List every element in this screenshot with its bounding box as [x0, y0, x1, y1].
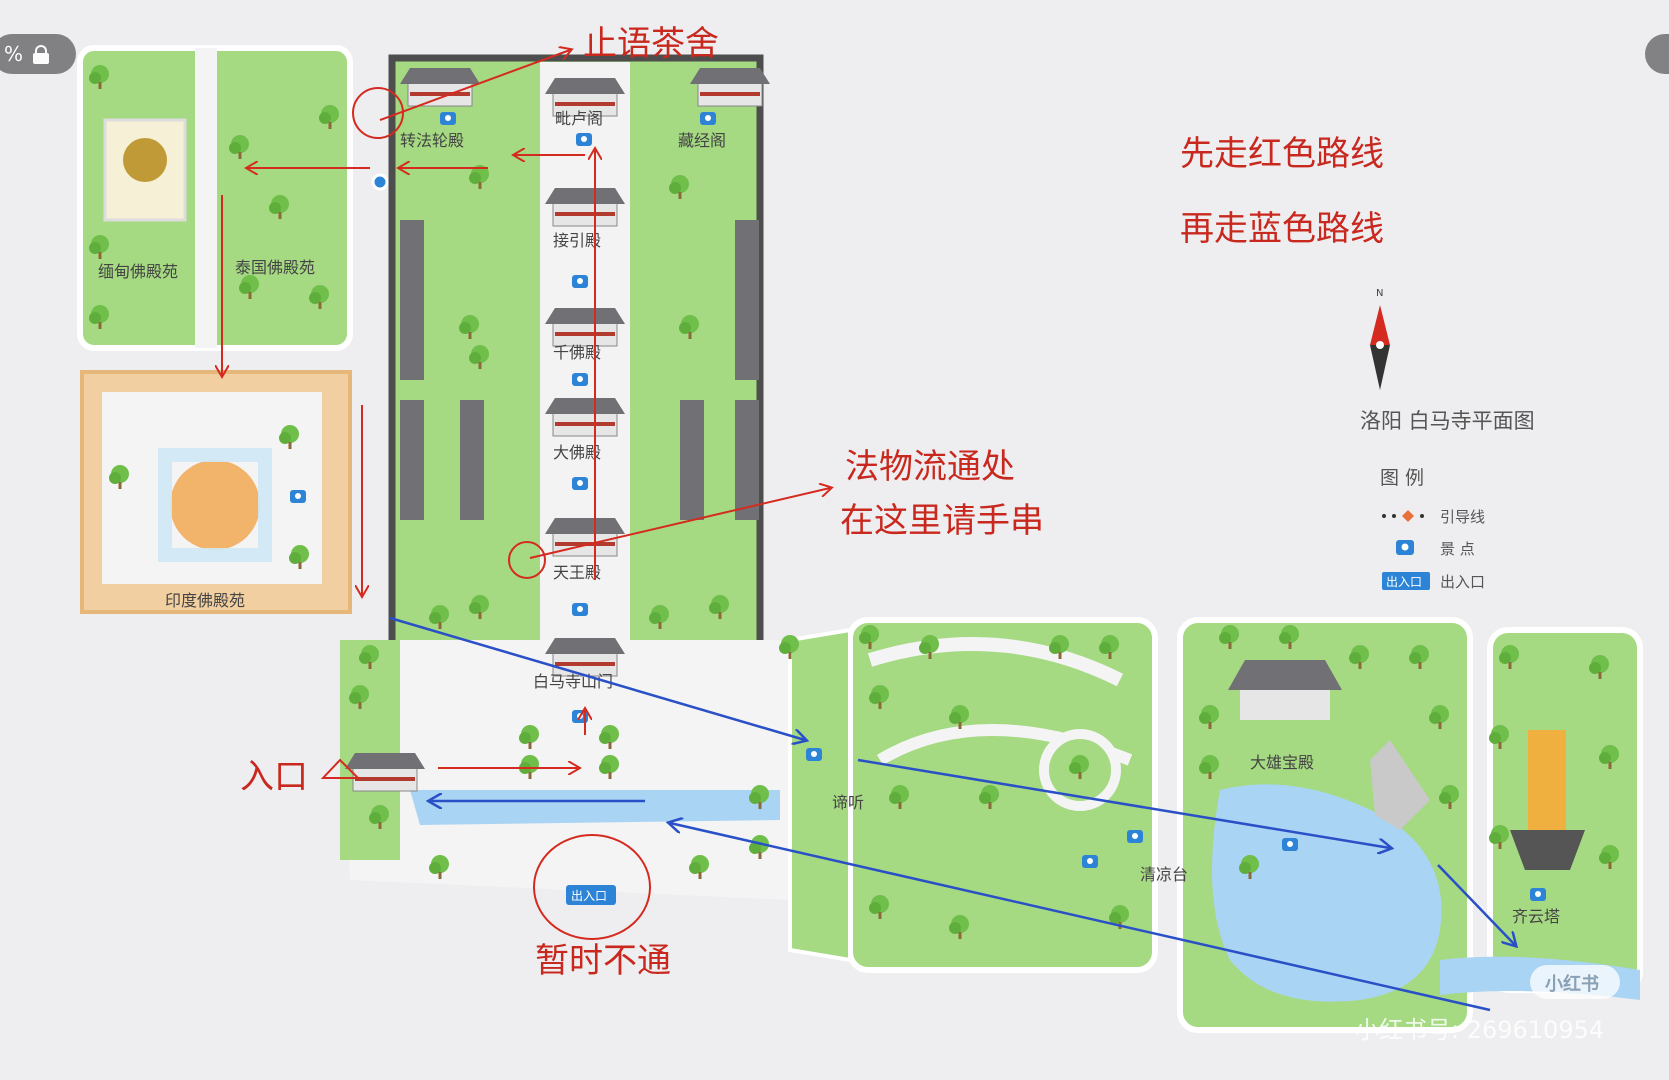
compass-needle-south	[1370, 345, 1390, 390]
label-taiguo: 泰国佛殿苑	[235, 258, 315, 277]
legend-exit-badge: 出入口	[1382, 572, 1430, 590]
label-qingliang: 清凉台	[1140, 865, 1188, 884]
blue-route	[389, 616, 1515, 1012]
annotation-routes-1: 先走红色路线	[1180, 134, 1384, 174]
label-daxiongbaodian: 大雄宝殿	[1250, 753, 1314, 772]
annotation-entrance: 入口	[240, 757, 308, 797]
location-dot-icon	[371, 173, 389, 191]
annotation-routes-2: 再走蓝色路线	[1180, 209, 1384, 249]
label-jieyin: 接引殿	[553, 231, 601, 250]
halls	[344, 67, 771, 792]
label-cangjing: 藏经阁	[678, 131, 726, 150]
percent-text: %	[4, 42, 24, 66]
camera-icon[interactable]	[572, 477, 588, 490]
label-diting: 谛听	[832, 793, 864, 812]
legend-guide-line-label: 引导线	[1440, 508, 1485, 526]
label-miandian: 缅甸佛殿苑	[98, 262, 178, 281]
label-zhengfa: 转法轮殿	[400, 131, 464, 150]
label-shanmen: 白马寺山门	[533, 672, 613, 691]
camera-icon[interactable]	[572, 275, 588, 288]
legend-guide-line-symbol	[1382, 510, 1424, 522]
label-qianfo: 千佛殿	[553, 343, 601, 362]
watermark-id: 小红书号: 269610954	[1355, 1016, 1604, 1044]
legend-exit-badge-text: 出入口	[1386, 575, 1422, 589]
legend-camera-icon	[1396, 540, 1414, 555]
legend-exit-label: 出入口	[1440, 573, 1485, 591]
label-tianwang: 天王殿	[553, 563, 601, 582]
legend: 洛阳 白马寺平面图 图 例 引导线 景 点 出入口 出入口	[1360, 409, 1535, 591]
camera-icon[interactable]	[1082, 855, 1098, 868]
annotation-fawu-1: 法物流通处	[845, 447, 1015, 487]
camera-icon[interactable]	[1127, 830, 1143, 843]
camera-icon[interactable]	[440, 112, 456, 125]
annotation-closed: 暂时不通	[535, 941, 671, 981]
legend-camera-label: 景 点	[1440, 540, 1475, 558]
compass-needle-north	[1370, 305, 1390, 345]
exit-badge-text: 出入口	[571, 889, 607, 903]
camera-icon[interactable]	[806, 748, 822, 761]
camera-icon[interactable]	[1530, 888, 1546, 901]
legend-header: 图 例	[1380, 467, 1424, 489]
watermark: 小红书 小红书号: 269610954	[1355, 965, 1620, 1044]
compass: N	[1370, 288, 1390, 390]
lock-icon[interactable]	[33, 45, 50, 64]
annotation-zhiyu: 止语茶舍	[583, 24, 719, 64]
camera-icon[interactable]	[290, 490, 306, 503]
annotation-fawu-2: 在这里请手串	[840, 501, 1044, 541]
exit-badge-main[interactable]: 出入口	[566, 885, 616, 905]
compass-north-label: N	[1376, 288, 1383, 299]
camera-icon[interactable]	[700, 112, 716, 125]
camera-icon[interactable]	[1282, 838, 1298, 851]
red-route	[222, 50, 830, 940]
label-daxiong: 大佛殿	[553, 443, 601, 462]
label-yindu: 印度佛殿苑	[165, 591, 245, 610]
place-labels: 转法轮殿 毗卢阁 藏经阁 接引殿 千佛殿 大佛殿 天王殿 缅甸佛殿苑 泰国佛殿苑…	[98, 109, 1560, 926]
camera-icon[interactable]	[572, 603, 588, 616]
map-title: 洛阳 白马寺平面图	[1360, 409, 1535, 433]
camera-icon[interactable]	[576, 133, 592, 146]
red-annotations: 止语茶舍 先走红色路线 再走蓝色路线 法物流通处 在这里请手串 入口 暂时不通	[240, 24, 1384, 981]
zoom-indicator[interactable]: %	[0, 34, 76, 74]
label-pilu: 毗卢阁	[555, 109, 603, 128]
label-qiyun: 齐云塔	[1512, 907, 1560, 926]
camera-icon[interactable]	[572, 373, 588, 386]
watermark-badge: 小红书	[1545, 973, 1599, 995]
